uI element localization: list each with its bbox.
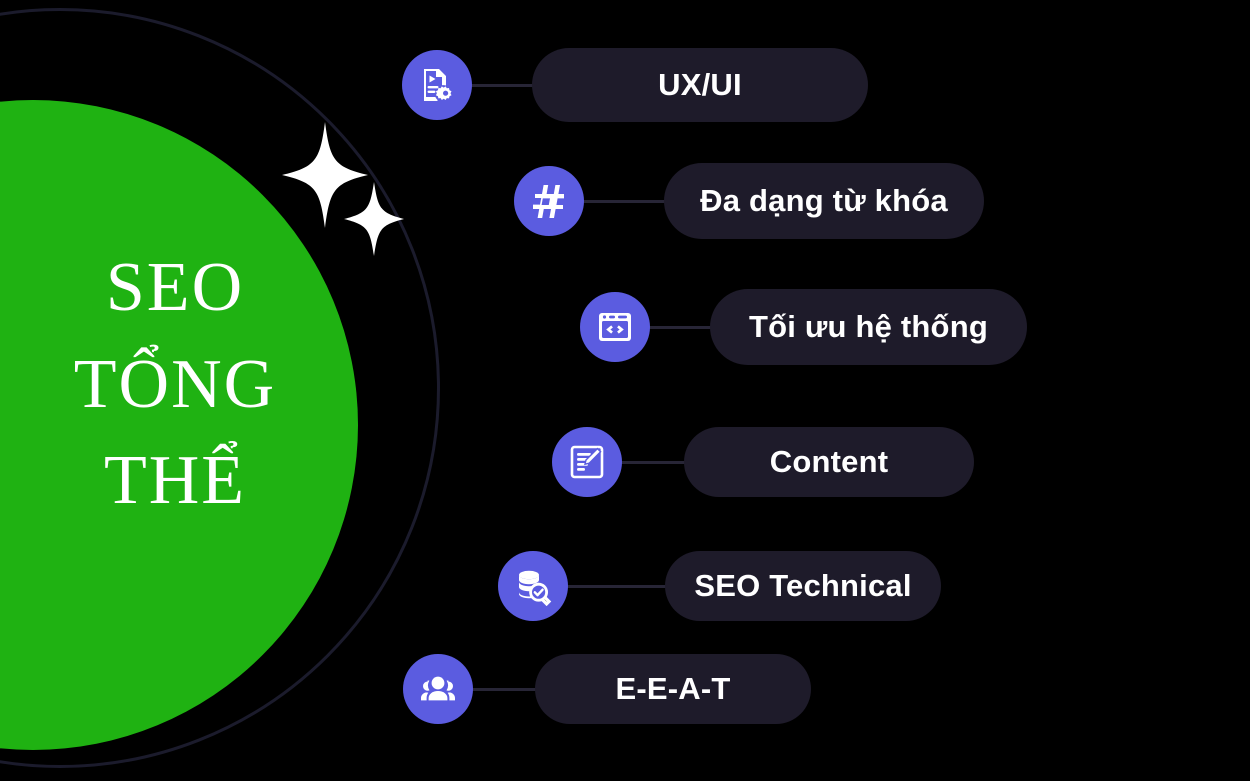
branch-row-content[interactable]: Content [552,422,974,502]
branch-label-optimization[interactable]: Tối ưu hệ thống [710,289,1027,365]
hashtag-icon[interactable] [514,166,584,236]
users-group-icon[interactable] [403,654,473,724]
code-window-icon[interactable] [580,292,650,362]
branch-row-ux-ui[interactable]: UX/UI [402,45,868,125]
sparkle-large-icon [282,122,368,228]
branch-row-eeat[interactable]: E-E-A-T [403,649,811,729]
branch-row-technical[interactable]: SEO Technical [498,546,941,626]
hero-section: SEO TỔNG THỂ [0,0,470,781]
database-search-icon[interactable] [498,551,568,621]
branch-row-optimization[interactable]: Tối ưu hệ thống [580,287,1027,367]
connector-line [582,199,670,203]
branch-label-keywords[interactable]: Đa dạng từ khóa [664,163,984,239]
connector-line [648,325,716,329]
page-title: SEO TỔNG THỂ [73,249,277,520]
connector-line [471,687,541,691]
document-settings-icon[interactable] [402,50,472,120]
branch-label-eeat[interactable]: E-E-A-T [535,654,811,724]
branch-label-ux-ui[interactable]: UX/UI [532,48,868,122]
branch-label-content[interactable]: Content [684,427,974,497]
sparkle-small-icon [344,182,404,256]
note-pencil-icon[interactable] [552,427,622,497]
connector-line [470,83,538,87]
branch-label-technical[interactable]: SEO Technical [665,551,941,621]
branch-row-keywords[interactable]: Đa dạng từ khóa [514,161,984,241]
connector-line [620,460,690,464]
connector-line [566,584,671,588]
